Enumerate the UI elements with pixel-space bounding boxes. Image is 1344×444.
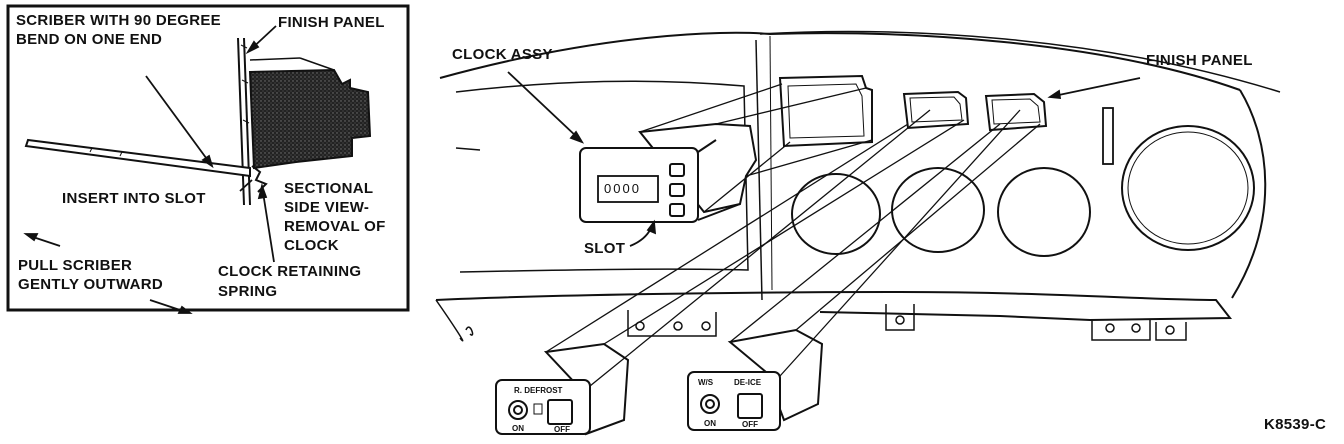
slot-label: SLOT <box>584 240 626 257</box>
inset-panel <box>6 4 410 314</box>
inset-finish-panel <box>237 37 251 206</box>
panel-left-housing <box>455 80 749 273</box>
clock-assembly <box>579 122 758 223</box>
clock-button-1 <box>669 163 685 177</box>
panel-slot <box>1102 107 1114 165</box>
sectional-view-line2: SIDE VIEW- <box>284 199 370 216</box>
instrument-panel <box>435 30 1281 342</box>
switch-left-button <box>547 399 573 425</box>
clock-button-2 <box>669 183 685 197</box>
retaining-spring-line1: CLOCK RETAINING <box>218 263 362 280</box>
switch-left-off: OFF <box>554 425 570 434</box>
switch-right-title-right: DE-ICE <box>734 378 762 387</box>
sectional-view-line1: SECTIONAL <box>284 180 374 197</box>
exploded-guide-lines <box>545 83 1041 387</box>
gauge-hole-3 <box>997 167 1091 257</box>
clock-button-3 <box>669 203 685 217</box>
panel-mounting-tabs <box>627 304 1187 341</box>
switch-right-on: ON <box>704 419 716 428</box>
insert-into-slot-label: INSERT INTO SLOT <box>62 190 206 207</box>
gauge-hole-4 <box>1121 125 1255 251</box>
main-leaders <box>507 71 1141 247</box>
inset-clock-body <box>248 57 372 170</box>
switch-right-off: OFF <box>742 420 758 429</box>
switch-left-title: R. DEFROST <box>514 386 563 395</box>
gauge-hole-2 <box>891 167 985 253</box>
clock-display <box>597 175 659 203</box>
retaining-spring-line2: SPRING <box>218 283 278 300</box>
pull-scriber-line1: PULL SCRIBER <box>18 257 133 274</box>
scriber-label-line2: BEND ON ONE END <box>16 31 163 48</box>
panel-lower-fascia <box>435 290 1233 322</box>
finish-panel-label: FINISH PANEL <box>1146 52 1253 69</box>
sectional-view-line3: REMOVAL OF <box>284 218 386 235</box>
switch-right-button <box>737 393 763 419</box>
gauge-hole-1 <box>791 173 881 255</box>
inset-leaders <box>23 25 277 314</box>
inset-border <box>6 4 410 312</box>
figure-code: K8539-C <box>1264 416 1327 433</box>
finish-panel-openings <box>778 74 1048 148</box>
inset-retaining-spring <box>251 165 268 193</box>
clock-display-digits: 0000 <box>604 181 641 196</box>
clock-assy-label: CLOCK ASSY <box>452 46 553 63</box>
scriber-label-line1: SCRIBER WITH 90 DEGREE <box>16 12 221 29</box>
inset-finish-panel-label: FINISH PANEL <box>278 14 385 31</box>
sectional-view-line4: CLOCK <box>284 237 339 254</box>
switch-module-rear-defrost <box>495 342 630 436</box>
pull-scriber-line2: GENTLY OUTWARD <box>18 276 164 293</box>
switch-left-on: ON <box>512 424 524 433</box>
switch-module-ws-deice <box>687 328 824 431</box>
inset-scriber <box>24 138 251 178</box>
switch-right-title-left: W/S <box>698 378 714 387</box>
